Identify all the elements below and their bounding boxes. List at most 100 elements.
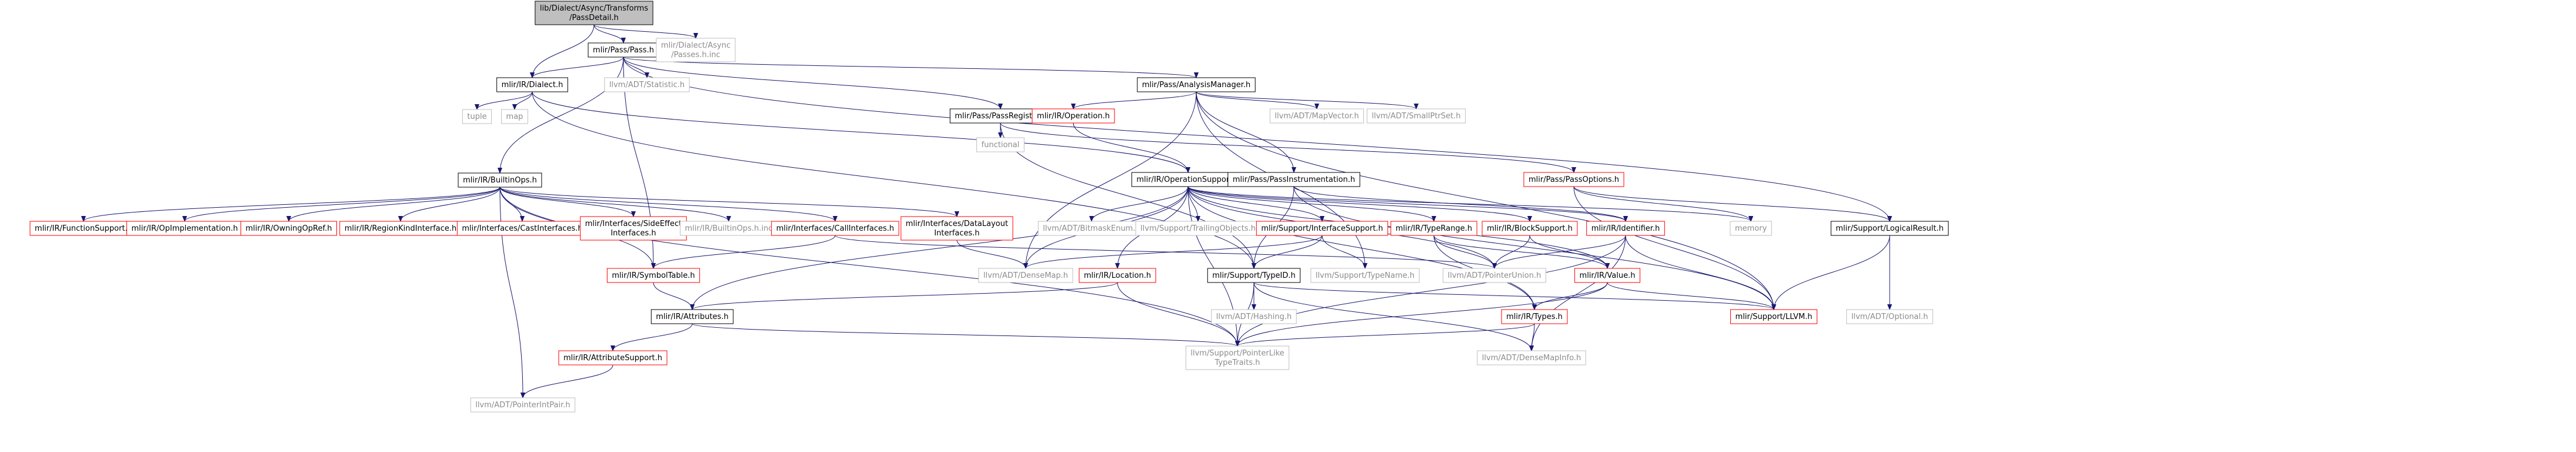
edge-type-range-h-to-value-h bbox=[1433, 235, 1607, 269]
node-box bbox=[1443, 268, 1546, 283]
edge-location-h-to-attributes-h bbox=[692, 282, 1118, 310]
node-pass-instrumentation-h: mlir/Pass/PassInstrumentation.h bbox=[1227, 172, 1360, 187]
node-region-kind-interface-h[interactable]: mlir/IR/RegionKindInterface.h bbox=[339, 221, 462, 236]
node-box bbox=[1137, 77, 1256, 92]
node-label: mlir/IR/BuiltinOps.h.inc bbox=[685, 224, 773, 233]
node-box bbox=[656, 38, 736, 62]
node-box bbox=[458, 172, 542, 188]
node-identifier-h[interactable]: mlir/IR/Identifier.h bbox=[1586, 221, 1665, 236]
node-box bbox=[1730, 221, 1772, 236]
node-op-implementation-h[interactable]: mlir/IR/OpImplementation.h bbox=[126, 221, 243, 236]
node-label: llvm/Support/TypeName.h bbox=[1316, 271, 1414, 280]
edge-builtin-ops-h-to-op-implementation-h bbox=[185, 187, 500, 222]
node-label: mlir/Pass/PassInstrumentation.h bbox=[1233, 175, 1355, 184]
node-label: mlir/Interfaces/CallInterfaces.h bbox=[776, 224, 895, 233]
node-cast-interfaces-h[interactable]: mlir/Interfaces/CastInterfaces.h bbox=[456, 221, 588, 236]
node-mapvector-h: llvm/ADT/MapVector.h bbox=[1269, 108, 1364, 124]
node-box bbox=[241, 221, 337, 236]
node-label: llvm/ADT/BitmaskEnum.h bbox=[1043, 224, 1140, 233]
node-box bbox=[606, 268, 700, 283]
node-label: /PassDetail.h bbox=[569, 14, 619, 22]
node-label: TypeTraits.h bbox=[1214, 358, 1260, 367]
edge-value-h-to-pointer-like-type-traits-h bbox=[1237, 282, 1608, 346]
edge-builtin-ops-h-to-region-kind-interface-h bbox=[401, 187, 500, 222]
node-support-llvm-h[interactable]: mlir/Support/LLVM.h bbox=[1730, 309, 1817, 324]
edge-types-h-to-pointer-like-type-traits-h bbox=[1237, 323, 1535, 347]
node-call-interfaces-h[interactable]: mlir/Interfaces/CallInterfaces.h bbox=[771, 221, 899, 236]
node-root: lib/Dialect/Async/Transforms/PassDetail.… bbox=[535, 1, 653, 25]
node-label: llvm/ADT/Statistic.h bbox=[609, 81, 685, 89]
node-block-support-h[interactable]: mlir/IR/BlockSupport.h bbox=[1481, 221, 1578, 236]
node-operation-h[interactable]: mlir/IR/Operation.h bbox=[1032, 108, 1115, 124]
node-box bbox=[1269, 108, 1364, 124]
node-location-h[interactable]: mlir/IR/Location.h bbox=[1079, 268, 1156, 283]
edge-builtin-ops-h-to-pointer-int-pair-h bbox=[499, 187, 523, 398]
node-attributes-h: mlir/IR/Attributes.h bbox=[650, 309, 734, 324]
edge-builtin-ops-h-to-call-interfaces-h bbox=[499, 187, 835, 222]
node-builtin-ops-h: mlir/IR/BuiltinOps.h bbox=[458, 172, 542, 188]
edge-pass-h-to-dialect-h bbox=[532, 56, 624, 78]
node-box bbox=[1037, 221, 1146, 236]
node-label: llvm/Support/TrailingObjects.h bbox=[1140, 224, 1256, 233]
node-attribute-support-h[interactable]: mlir/IR/AttributeSupport.h bbox=[558, 350, 668, 365]
node-label: mlir/IR/Identifier.h bbox=[1591, 224, 1660, 233]
node-interface-support-h[interactable]: mlir/Support/InterfaceSupport.h bbox=[1256, 221, 1389, 236]
node-owning-op-ref-h[interactable]: mlir/IR/OwningOpRef.h bbox=[241, 221, 337, 236]
edge-data-layout-interfaces-h-to-dense-map-h bbox=[956, 240, 1026, 269]
node-label: llvm/ADT/Optional.h bbox=[1851, 313, 1928, 321]
node-box bbox=[978, 268, 1073, 283]
node-box bbox=[1574, 268, 1640, 283]
node-box bbox=[1135, 221, 1261, 236]
node-label: mlir/Pass/Pass.h bbox=[593, 46, 654, 55]
edge-root-to-dialect-h bbox=[532, 24, 595, 78]
node-label: mlir/IR/Attributes.h bbox=[656, 313, 728, 321]
node-label: map bbox=[506, 112, 523, 121]
node-label: mlir/IR/Value.h bbox=[1580, 271, 1636, 280]
node-box bbox=[680, 221, 778, 236]
node-type-name-h: llvm/Support/TypeName.h bbox=[1310, 268, 1420, 283]
edge-builtin-ops-h-to-pointer-like-type-traits-h bbox=[499, 187, 1237, 346]
node-box bbox=[1227, 172, 1360, 187]
node-box bbox=[1207, 268, 1301, 283]
node-box bbox=[1830, 221, 1949, 236]
node-label: mlir/Interfaces/DataLayout bbox=[906, 220, 1008, 228]
edge-attributes-h-to-attribute-support-h bbox=[613, 323, 693, 351]
node-tuple: tuple bbox=[462, 109, 492, 124]
edge-call-interfaces-h-to-pointer-union-h bbox=[835, 235, 1494, 269]
node-types-h[interactable]: mlir/IR/Types.h bbox=[1501, 309, 1568, 324]
edge-builtin-ops-h-to-builtin-ops-h-inc bbox=[499, 187, 729, 222]
node-box bbox=[1501, 309, 1568, 324]
node-label: mlir/Support/TypeID.h bbox=[1212, 271, 1295, 280]
node-dense-map-h: llvm/ADT/DenseMap.h bbox=[978, 268, 1073, 283]
edge-pass-options-h-to-memory bbox=[1573, 186, 1751, 222]
node-value-h[interactable]: mlir/IR/Value.h bbox=[1574, 268, 1640, 283]
node-label: mlir/IR/Dialect.h bbox=[502, 81, 563, 89]
node-box bbox=[1481, 221, 1578, 236]
node-symbol-table-h[interactable]: mlir/IR/SymbolTable.h bbox=[606, 268, 700, 283]
node-label: mlir/IR/SymbolTable.h bbox=[612, 271, 695, 280]
node-async-passes-inc: mlir/Dialect/Async/Passes.h.inc bbox=[656, 38, 736, 62]
node-label: memory bbox=[1735, 224, 1767, 233]
node-type-range-h[interactable]: mlir/IR/TypeRange.h bbox=[1390, 221, 1477, 236]
node-label: tuple bbox=[467, 112, 486, 121]
node-box bbox=[496, 77, 568, 92]
edge-dialect-h-to-operation-support-h bbox=[532, 91, 1188, 172]
node-box bbox=[126, 221, 243, 236]
node-box bbox=[1477, 350, 1586, 365]
edge-analysis-manager-h-to-pass-instrumentation-h bbox=[1196, 91, 1294, 172]
node-label: llvm/ADT/MapVector.h bbox=[1274, 112, 1359, 121]
edge-attribute-support-h-to-pointer-int-pair-h bbox=[523, 364, 613, 398]
edge-operation-support-h-to-block-support-h bbox=[1187, 186, 1530, 222]
node-analysis-manager-h: mlir/Pass/AnalysisManager.h bbox=[1137, 77, 1256, 92]
node-box bbox=[1131, 172, 1245, 187]
node-box bbox=[900, 216, 1013, 241]
node-function-support-h[interactable]: mlir/IR/FunctionSupport.h bbox=[29, 221, 138, 236]
edge-symbol-table-h-to-attributes-h bbox=[653, 282, 692, 310]
node-label: mlir/IR/OpImplementation.h bbox=[132, 224, 238, 233]
edge-types-h-to-dense-map-info-h bbox=[1531, 323, 1535, 351]
node-builtin-ops-h-inc: mlir/IR/BuiltinOps.h.inc bbox=[680, 221, 778, 236]
node-pass-options-h[interactable]: mlir/Pass/PassOptions.h bbox=[1523, 172, 1624, 187]
